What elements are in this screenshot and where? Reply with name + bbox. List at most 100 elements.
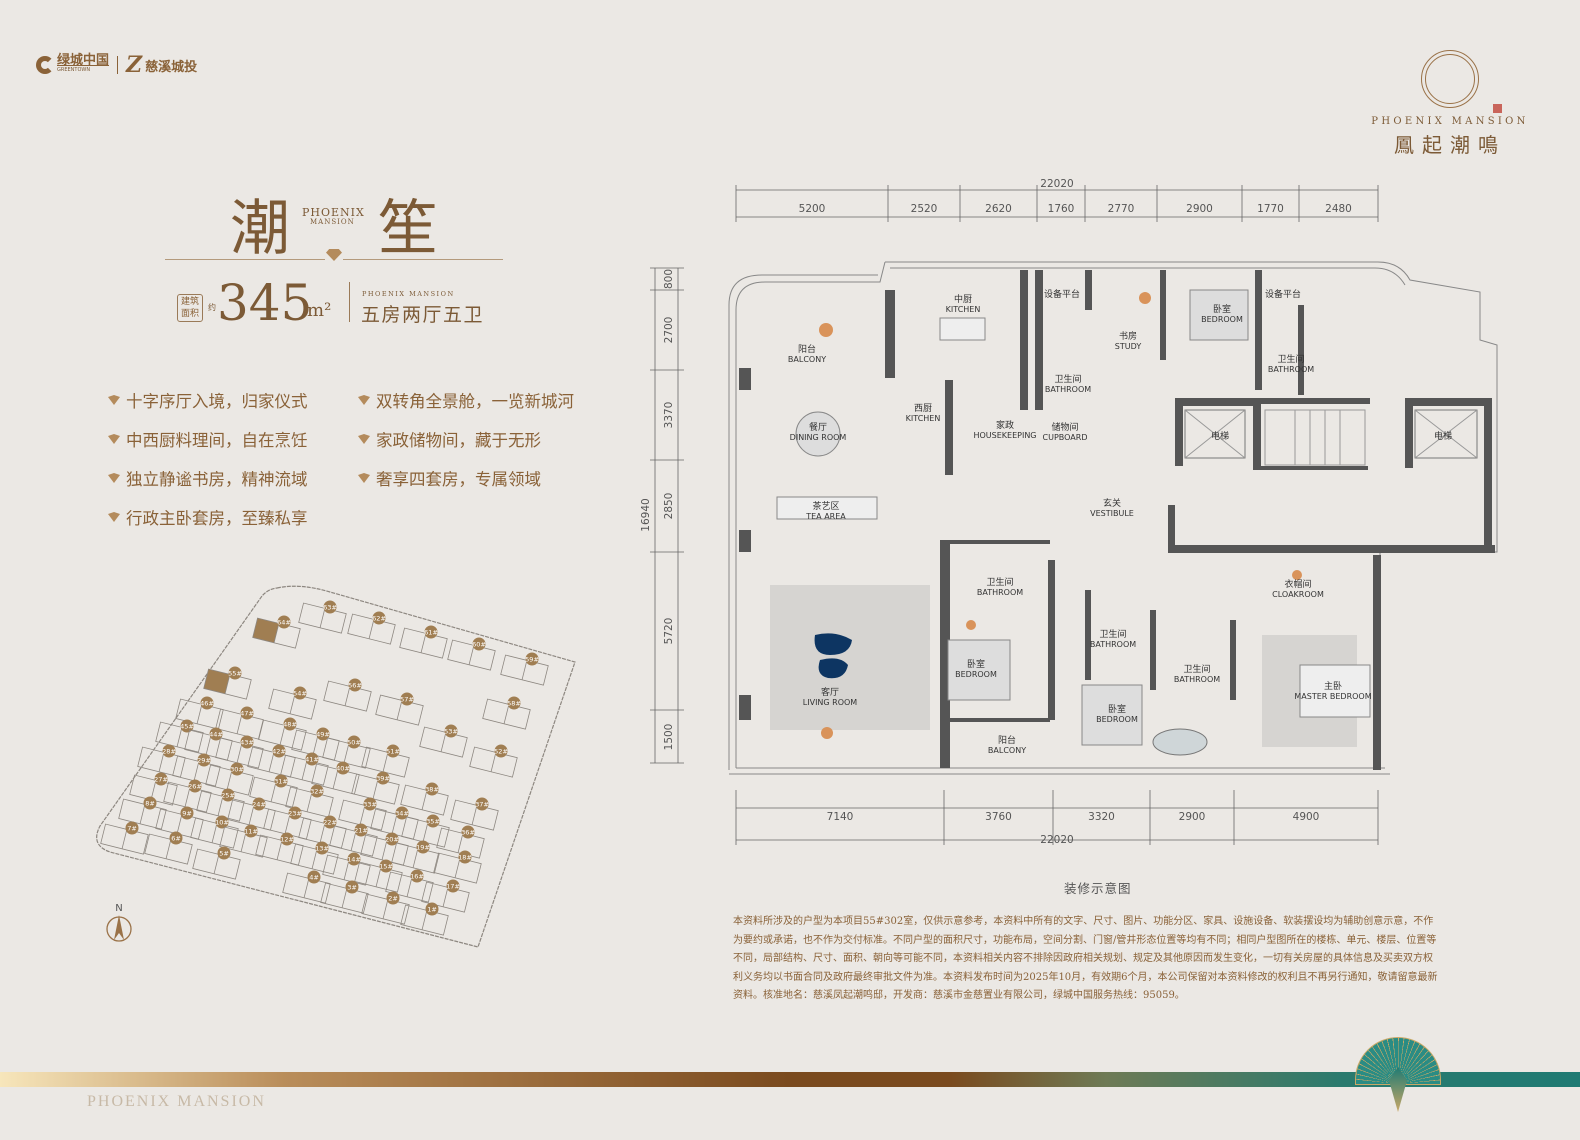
svg-text:14#: 14# (347, 856, 361, 864)
room-name-cn: 电梯 (1433, 432, 1453, 442)
title-char-1: 潮 (230, 194, 290, 264)
svg-text:51#: 51# (386, 748, 400, 756)
building-22: 22# (298, 815, 347, 849)
building-27: 27# (129, 772, 178, 806)
dimension-label: 22020 (1040, 178, 1074, 190)
svg-text:8#: 8# (145, 800, 155, 808)
svg-text:45#: 45# (180, 723, 194, 731)
room-name-cn: 西厨 (913, 404, 933, 414)
bullet-icon (358, 434, 370, 444)
building-9: 9# (155, 806, 204, 840)
room-name-en: BEDROOM (1201, 315, 1243, 324)
svg-text:32#: 32# (310, 788, 324, 796)
fan-ornament-icon (325, 249, 343, 263)
room-name-cn: 设备平台 (1264, 290, 1302, 300)
room-name-en: MASTER BEDROOM (1294, 692, 1372, 701)
building-25: 25# (196, 788, 245, 822)
dimension-label: 2480 (1325, 203, 1352, 215)
dimension-label: 16940 (640, 498, 652, 532)
room-name-en: TEA AREA (806, 512, 846, 521)
dimension-label: 1760 (1047, 203, 1075, 215)
svg-text:6#: 6# (171, 835, 181, 843)
building-37: 37# (450, 797, 499, 831)
room-name-cn: 家政 (995, 421, 1014, 431)
ring-emblem-icon (1421, 50, 1479, 108)
dimension-label: 2850 (663, 492, 675, 520)
building-8: 8# (118, 796, 167, 830)
svg-text:23#: 23# (288, 810, 302, 818)
room-name-en: VESTIBULE (1090, 509, 1134, 518)
svg-text:18#: 18# (458, 854, 472, 862)
footer-gradient-bar (0, 1072, 1580, 1087)
area-label-box: 建筑面积 (177, 294, 204, 322)
svg-text:26#: 26# (188, 783, 202, 791)
svg-text:62#: 62# (372, 615, 386, 623)
svg-text:59#: 59# (525, 656, 539, 664)
feature-item: 独立静谧书房，精神流域 (108, 466, 358, 490)
building-17: 17# (421, 879, 470, 913)
footer-brand: PHOENIX MANSION (87, 1093, 266, 1110)
svg-text:41#: 41# (305, 756, 319, 764)
svg-text:9#: 9# (182, 810, 192, 818)
svg-text:30#: 30# (230, 766, 244, 774)
building-16: 16# (385, 869, 434, 903)
room-name-en: LIVING ROOM (802, 698, 858, 707)
svg-text:10#: 10# (215, 819, 229, 827)
room-name-cn: 卧室 (1212, 305, 1232, 315)
svg-text:37#: 37# (475, 801, 489, 809)
dimension-label: 5200 (798, 203, 826, 215)
room-label: 电梯 (1211, 432, 1229, 442)
building-55: 55# (203, 666, 252, 700)
room-name-cn: 玄关 (1102, 499, 1121, 509)
area-divider (349, 282, 350, 322)
room-name-cn: 卫生间 (1183, 665, 1211, 675)
svg-text:58#: 58# (507, 700, 521, 708)
svg-text:56#: 56# (348, 682, 362, 690)
feature-text: 独立静谧书房，精神流域 (126, 470, 308, 489)
title-en-1: PHOENIX (302, 206, 365, 219)
svg-text:5#: 5# (219, 850, 229, 858)
room-name-cn: 书房 (1118, 332, 1137, 342)
seal-icon (1493, 104, 1502, 113)
svg-text:43#: 43# (240, 739, 254, 747)
building-38: 38# (400, 782, 449, 816)
svg-text:15#: 15# (379, 863, 393, 871)
svg-text:61#: 61# (424, 629, 438, 637)
svg-text:3#: 3# (347, 884, 357, 892)
svg-text:24#: 24# (252, 801, 266, 809)
svg-text:13#: 13# (315, 845, 329, 853)
room-label: 设备平台 (1265, 290, 1301, 300)
svg-text:33#: 33# (363, 801, 377, 809)
room-name-cn: 卫生间 (1054, 375, 1082, 385)
room-name-en: HOUSEKEEPING (973, 431, 1037, 440)
building-28: 28# (137, 744, 186, 778)
dimension-label: 3370 (663, 401, 675, 429)
building-10: 10# (190, 815, 239, 849)
cixi-cn: 慈溪城投 (145, 59, 198, 75)
feature-item: 中西厨料理间，自在烹饪 (108, 427, 358, 451)
svg-text:7#: 7# (127, 825, 137, 833)
room-name-cn: 卫生间 (1099, 630, 1127, 640)
feature-text: 行政主卧套房，至臻私享 (126, 509, 308, 528)
dimension-label: 2900 (1178, 811, 1206, 823)
room-name-en: BALCONY (987, 746, 1027, 755)
building-56: 56# (323, 678, 372, 712)
building-49: 49# (291, 727, 340, 761)
room-name-cn: 茶艺区 (812, 502, 840, 512)
room-name-cn: 阳台 (997, 736, 1017, 746)
svg-text:4#: 4# (309, 874, 319, 882)
site-boundary (96, 585, 576, 948)
plan-outline (728, 261, 1498, 775)
svg-text:60#: 60# (472, 641, 486, 649)
title-char-2: 笙 (378, 194, 438, 264)
building-12: 12# (255, 832, 304, 866)
building-11: 11# (219, 824, 268, 858)
layout-type: 五房两厅五卫 (361, 304, 485, 326)
